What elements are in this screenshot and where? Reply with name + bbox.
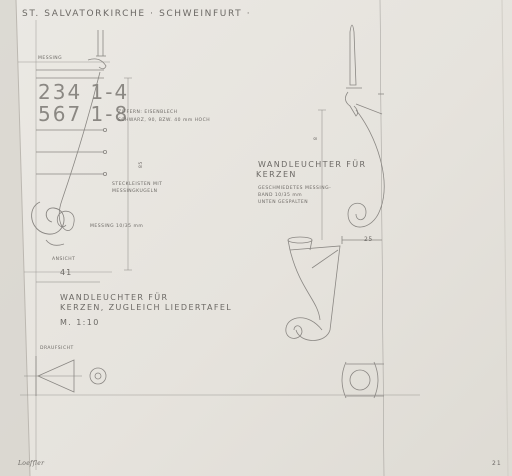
label-steckleisten-1: STECKLEISTEN MIT xyxy=(112,182,163,187)
left-elevation xyxy=(31,30,108,246)
left-width-dimension: 41 xyxy=(60,268,73,277)
label-ziffern-1: ZIFFERN: EISENBLECH xyxy=(118,110,178,115)
sheet-number: 21 xyxy=(492,460,502,467)
right-width-dimension: 25 xyxy=(364,236,373,243)
sheet-title: ST. SALVATORKIRCHE · SCHWEINFURT · xyxy=(22,9,252,19)
main-caption-1: WANDLEUCHTER FÜR xyxy=(60,293,169,302)
label-messing-top: MESSING xyxy=(38,56,63,61)
right-note-3: UNTEN GESPALTEN xyxy=(258,200,309,205)
hymn-number-row-1: 234 1-4 xyxy=(38,80,130,104)
label-draufsicht: DRAUFSICHT xyxy=(40,346,74,351)
hymn-number-row-2: 567 1-8 xyxy=(38,102,130,126)
right-elevation xyxy=(341,24,385,244)
main-caption-2: KERZEN, ZUGLEICH LIEDERTAFEL xyxy=(60,303,233,312)
signature: Loeffler xyxy=(18,460,45,467)
perspective-sketch xyxy=(285,236,341,341)
scale-label: M. 1:10 xyxy=(60,318,100,327)
right-note-1: GESCHMIEDETES MESSING- xyxy=(258,186,332,191)
dimension-lines xyxy=(36,77,326,283)
label-ziffern-2: SCHWARZ, 90, BZW. 40 mm HOCH xyxy=(118,118,211,123)
right-caption-2: KERZEN xyxy=(256,170,297,179)
right-height-dimension: 8 xyxy=(314,136,319,140)
construction-lines xyxy=(18,0,420,476)
label-messing-bottom: MESSING 10/35 mm xyxy=(90,224,144,229)
plan-view-left xyxy=(24,356,107,396)
right-caption-1: WANDLEUCHTER FÜR xyxy=(258,160,367,169)
right-note-2: BAND 10/35 mm xyxy=(258,193,303,198)
plan-view-right xyxy=(341,361,384,399)
label-ansicht: ANSICHT xyxy=(52,257,76,262)
label-steckleisten-2: MESSINGKUGELN xyxy=(112,189,158,194)
left-height-dimension: 85 xyxy=(139,161,144,168)
